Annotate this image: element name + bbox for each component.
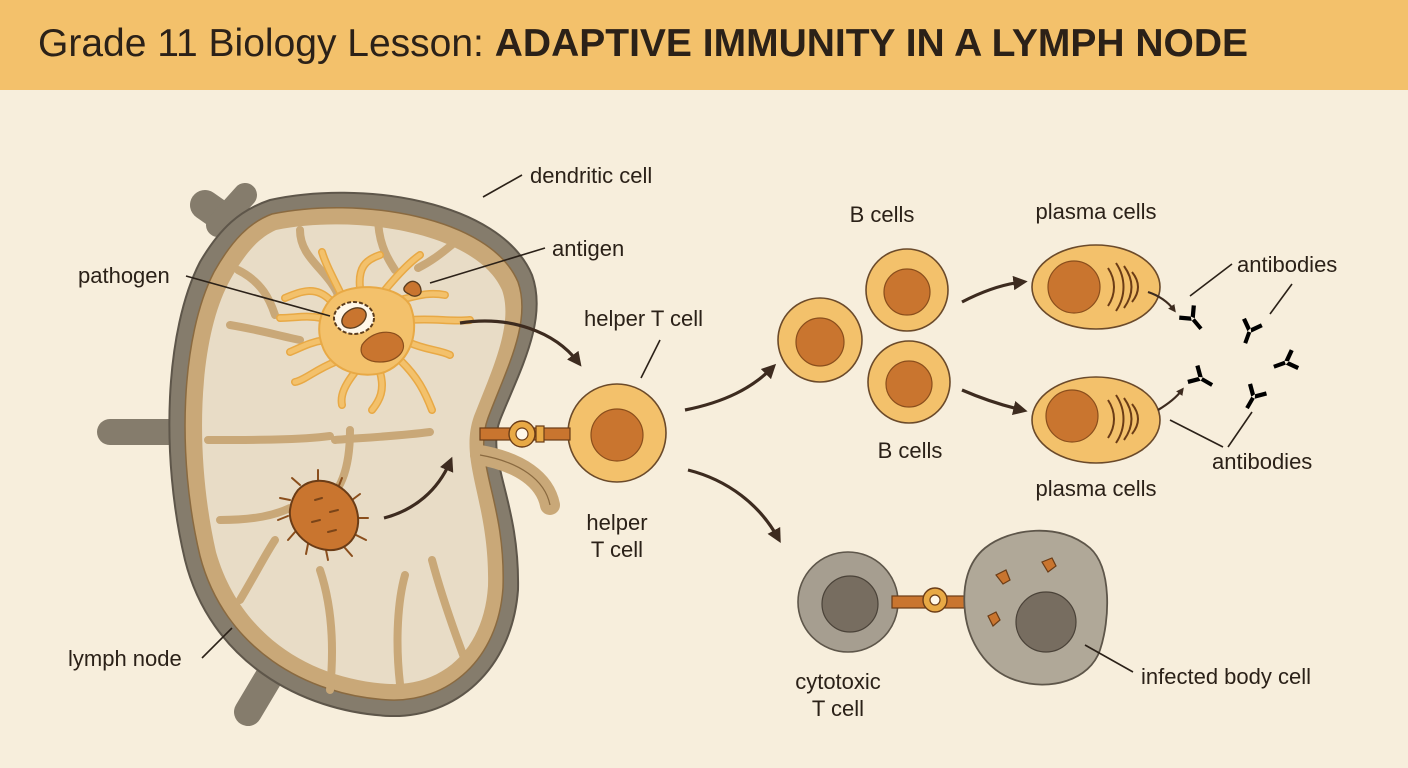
cytotoxic-connector-icon xyxy=(891,587,973,613)
receptor-connector-icon xyxy=(479,420,571,448)
label-pathogen: pathogen xyxy=(78,263,170,288)
cytotoxic-t-cell-icon xyxy=(797,551,899,653)
helper-t-cell-icon xyxy=(567,383,667,483)
label-antibodies-bottom: antibodies xyxy=(1212,449,1312,474)
process-arrows xyxy=(383,275,1184,544)
infected-cell-icon xyxy=(963,529,1109,686)
title-main: ADAPTIVE IMMUNITY IN A LYMPH NODE xyxy=(494,22,1249,65)
antibody-icon xyxy=(1177,303,1301,414)
label-cytotoxic-t-cell-line2: T cell xyxy=(812,696,864,721)
header-bar: Grade 11 Biology Lesson: ADAPTIVE IMMUNI… xyxy=(0,0,1408,90)
label-lymph-node: lymph node xyxy=(68,646,182,671)
label-plasma-cells-bottom: plasma cells xyxy=(1035,476,1156,501)
page-title: Grade 11 Biology Lesson: ADAPTIVE IMMUNI… xyxy=(38,22,1248,66)
b-cell-icon-2 xyxy=(865,248,949,332)
label-dendritic-cell: dendritic cell xyxy=(530,163,652,188)
engulfed-pathogen-icon xyxy=(333,301,375,335)
plasma-cell-icon xyxy=(1031,244,1161,330)
dendritic-nucleus xyxy=(360,331,404,363)
label-b-cells-top: B cells xyxy=(850,202,915,227)
pathogen-icon xyxy=(277,469,369,561)
antigen-icon xyxy=(403,280,422,297)
label-antibodies-top: antibodies xyxy=(1237,252,1337,277)
plasma-cell-icon-2 xyxy=(1031,376,1161,464)
label-infected-body-cell: infected body cell xyxy=(1141,664,1311,689)
b-cell-icon xyxy=(777,297,863,383)
label-antigen: antigen xyxy=(552,236,624,261)
label-plasma-cells-top: plasma cells xyxy=(1035,199,1156,224)
trabecula-septa xyxy=(204,212,469,694)
title-prefix: Grade 11 Biology Lesson: xyxy=(38,22,495,65)
label-helper-t-cell-top: helper T cell xyxy=(584,306,703,331)
b-cell-icon-3 xyxy=(867,340,951,424)
label-helper-t-cell-bottom-line1: helper xyxy=(586,510,647,535)
label-helper-t-cell-bottom-line2: T cell xyxy=(591,537,643,562)
label-b-cells-bottom: B cells xyxy=(878,438,943,463)
label-cytotoxic-t-cell-line1: cytotoxic xyxy=(795,669,881,694)
lymph-node-tissue xyxy=(202,224,506,685)
label-leaders xyxy=(185,174,1293,673)
